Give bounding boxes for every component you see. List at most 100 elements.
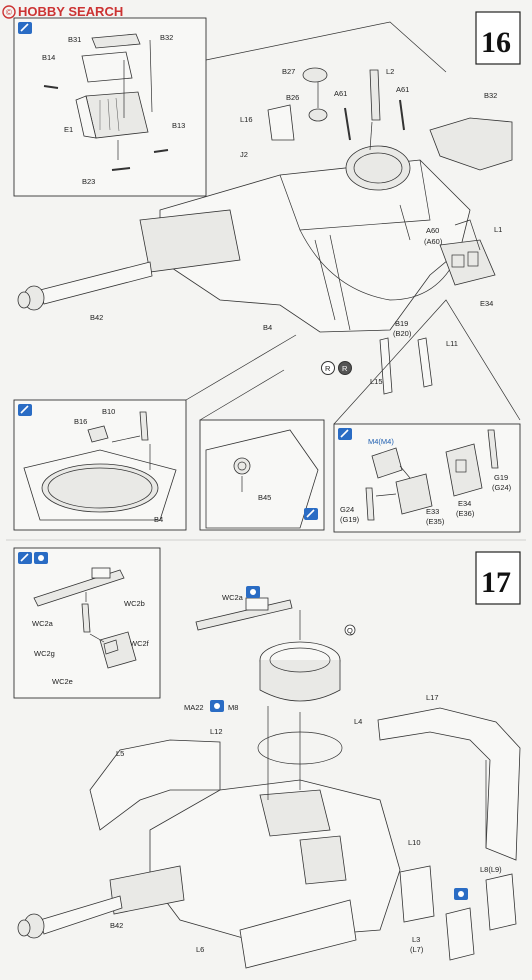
label-l5: L5 — [116, 749, 124, 758]
step17-turret — [17, 586, 521, 969]
label-wc2a-main: WC2a — [222, 593, 244, 602]
part-g19 — [487, 429, 499, 469]
hobby-search-watermark: © HOBBY SEARCH — [2, 4, 123, 19]
label-g24-alt: (G24) — [492, 483, 512, 492]
part-l8 — [485, 873, 517, 931]
label-wc2e: WC2e — [52, 677, 73, 686]
label-b4-inset: B4 — [154, 515, 163, 524]
part-b10 — [139, 411, 149, 441]
label-m8: M8 — [228, 703, 238, 712]
step-17-box — [475, 551, 521, 605]
label-b4: B4 — [263, 323, 272, 332]
part-l16 — [267, 104, 295, 141]
r-badge-1: R — [325, 364, 331, 373]
label-g19: G19 — [494, 473, 508, 482]
watermark-text: HOBBY SEARCH — [18, 4, 123, 19]
part-e34-inset — [445, 443, 483, 497]
part-b26 — [308, 108, 328, 122]
label-e34-inset: E34 — [458, 499, 471, 508]
label-wc2g: WC2g — [34, 649, 55, 658]
part-b16 — [87, 425, 109, 443]
part-wc2g — [81, 603, 91, 633]
part-l10 — [399, 865, 435, 923]
part-m4 — [371, 447, 403, 479]
label-l4: L4 — [354, 717, 362, 726]
label-q: Q — [347, 626, 353, 635]
step16-inset-mid: B45 — [199, 369, 325, 531]
label-e36: (E36) — [456, 509, 475, 518]
mg-barrel — [33, 569, 125, 607]
step-16: 16 B31 B32 B14 E1 B13 B23 — [13, 11, 521, 533]
part-b32-plate — [91, 33, 141, 49]
label-l11: L11 — [446, 339, 458, 348]
label-l10: L10 — [408, 838, 421, 847]
label-l7: (L7) — [410, 945, 424, 954]
part-e1-box — [85, 91, 149, 139]
label-b31: B31 — [68, 35, 81, 44]
label-b19: B19 — [395, 319, 408, 328]
step-17: 17 WC2b WC2a WC2g WC2f WC2e — [13, 547, 521, 969]
label-e33: E33 — [426, 507, 439, 516]
label-wc2a: WC2a — [32, 619, 54, 628]
part-b31-plate — [81, 51, 133, 83]
step16-inset-right: M4(M4) G19 (G24) G24 (G19) E33 (E35) E34… — [333, 299, 521, 533]
label-wc2b: WC2b — [124, 599, 145, 608]
label-l3: L3 — [412, 935, 420, 944]
label-a60-alt: (A60) — [424, 237, 443, 246]
label-l1: L1 — [494, 225, 502, 234]
label-b32-main: B32 — [484, 91, 497, 100]
mg-main — [195, 599, 293, 631]
part-b32-armor — [429, 117, 513, 171]
label-b23: B23 — [82, 177, 95, 186]
label-l2: L2 — [386, 67, 394, 76]
step-16-number: 16 — [481, 26, 511, 59]
part-l17 — [377, 707, 521, 861]
part-e33 — [395, 473, 433, 515]
label-b20: (B20) — [393, 329, 412, 338]
step17-inset: WC2b WC2a WC2g WC2f WC2e — [13, 547, 161, 699]
part-l6 — [239, 899, 357, 969]
label-e1: E1 — [64, 125, 73, 134]
label-b26: B26 — [286, 93, 299, 102]
label-j2: J2 — [240, 150, 248, 159]
label-b14: B14 — [42, 53, 55, 62]
label-b10: B10 — [102, 407, 115, 416]
label-g19-alt: (G19) — [340, 515, 360, 524]
r-badge-2: R — [342, 364, 348, 373]
label-e35: (E35) — [426, 517, 445, 526]
part-b45 — [233, 457, 251, 475]
step16-inset-top-left: B31 B32 B14 E1 B13 B23 — [13, 17, 207, 197]
part-l3 — [445, 907, 475, 961]
label-a61-1: A61 — [334, 89, 347, 98]
label-l6: L6 — [196, 945, 204, 954]
label-l17: L17 — [426, 693, 439, 702]
label-g24: G24 — [340, 505, 354, 514]
part-l2 — [369, 69, 381, 121]
part-l11 — [417, 337, 433, 388]
part-e34-box — [439, 239, 496, 286]
label-e34: E34 — [480, 299, 493, 308]
label-l12: L12 — [210, 727, 223, 736]
label-l15: L15 — [370, 377, 383, 386]
label-a60: A60 — [426, 226, 439, 235]
q-badge — [344, 624, 356, 636]
label-l8: L8(L9) — [480, 865, 502, 874]
cupola-ring — [345, 145, 411, 191]
gun-barrel — [39, 261, 153, 305]
label-wc2f: WC2f — [130, 639, 150, 648]
step16-inset-left: B10 B16 B4 — [13, 334, 297, 531]
part-g24 — [365, 487, 375, 521]
label-l16: L16 — [240, 115, 253, 124]
label-b16: B16 — [74, 417, 87, 426]
label-b42: B42 — [90, 313, 103, 322]
label-b45: B45 — [258, 493, 271, 502]
label-m4: M4(M4) — [368, 437, 394, 446]
label-b32: B32 — [160, 33, 173, 42]
step-17-number: 17 — [481, 566, 511, 599]
copyright-mark: © — [6, 8, 12, 17]
label-ma22: MA22 — [184, 703, 204, 712]
label-b42-17: B42 — [110, 921, 123, 930]
label-a61-2: A61 — [396, 85, 409, 94]
label-b27: B27 — [282, 67, 295, 76]
